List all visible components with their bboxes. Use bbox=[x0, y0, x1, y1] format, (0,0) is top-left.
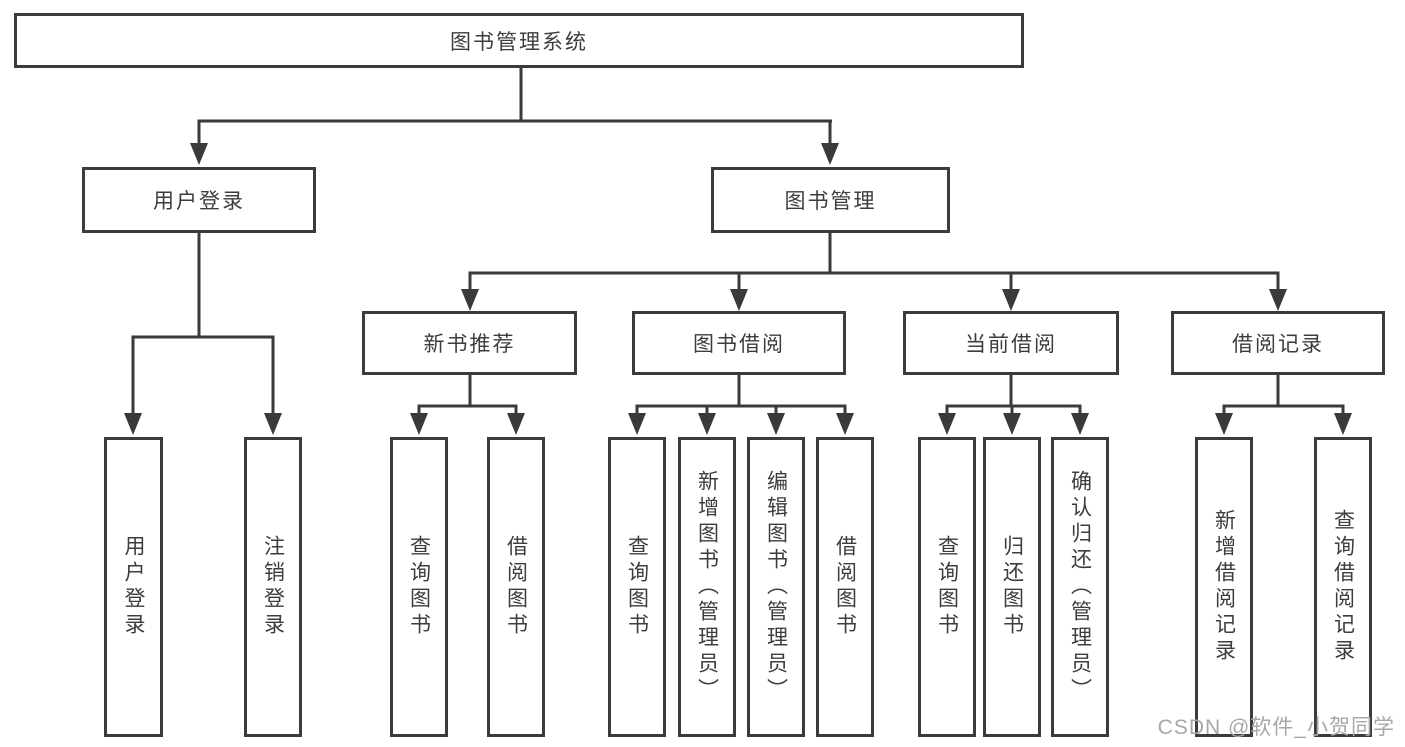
leaf-logout: 注销登录 bbox=[244, 437, 302, 737]
leaf-user-login: 用户登录 bbox=[104, 437, 163, 737]
node-new-book-recommendation: 新书推荐 bbox=[362, 311, 577, 375]
leaf-query-books-borrow: 查询图书 bbox=[608, 437, 666, 737]
leaf-borrow-books-recommend: 借阅图书 bbox=[487, 437, 545, 737]
leaf-confirm-return-admin: 确认归还（管理员） bbox=[1051, 437, 1109, 737]
leaf-add-book-admin: 新增图书（管理员） bbox=[678, 437, 736, 737]
leaf-borrow-books: 借阅图书 bbox=[816, 437, 874, 737]
arrowhead-icons bbox=[124, 143, 1352, 435]
leaf-query-books-recommend: 查询图书 bbox=[390, 437, 448, 737]
node-user-login: 用户登录 bbox=[82, 167, 316, 233]
node-book-borrowing: 图书借阅 bbox=[632, 311, 846, 375]
node-borrowing-records: 借阅记录 bbox=[1171, 311, 1385, 375]
leaf-return-book: 归还图书 bbox=[983, 437, 1041, 737]
leaf-query-books-current: 查询图书 bbox=[918, 437, 976, 737]
node-book-management: 图书管理 bbox=[711, 167, 950, 233]
leaf-edit-book-admin: 编辑图书（管理员） bbox=[747, 437, 805, 737]
leaf-query-borrowing-record: 查询借阅记录 bbox=[1314, 437, 1372, 737]
leaf-add-borrowing-record: 新增借阅记录 bbox=[1195, 437, 1253, 737]
node-current-borrowing: 当前借阅 bbox=[903, 311, 1119, 375]
csdn-watermark: CSDN @软件_小贺同学 bbox=[1157, 716, 1395, 739]
node-library-management-system: 图书管理系统 bbox=[14, 13, 1024, 68]
